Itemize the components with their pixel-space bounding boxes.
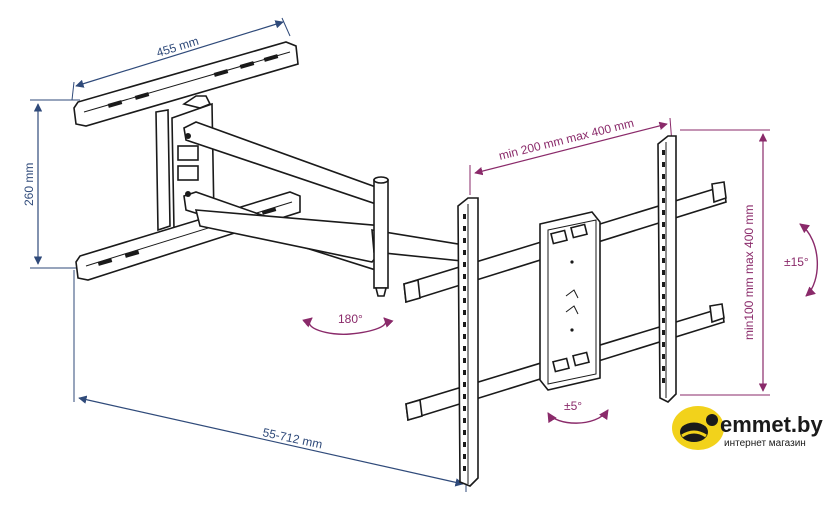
rail-hole xyxy=(662,222,665,227)
rail-hole xyxy=(463,454,466,459)
angle-rotation-indicator: ±5° xyxy=(547,399,609,424)
logo-name: emmet.by xyxy=(720,412,823,437)
rail-hole xyxy=(463,334,466,339)
angle-tilt-indicator: ±15° xyxy=(784,223,818,297)
rail-hole xyxy=(662,318,665,323)
bee-icon xyxy=(672,406,724,450)
rail-hole xyxy=(662,246,665,251)
rail-hole xyxy=(662,270,665,275)
rail-hole xyxy=(463,298,466,303)
rail-hole xyxy=(463,466,466,471)
rail-hole xyxy=(463,238,466,243)
emmet-logo: emmet.by интернет магазин xyxy=(672,406,823,450)
rail-hole xyxy=(662,282,665,287)
rail-hole xyxy=(463,430,466,435)
vesa-rail-right xyxy=(657,135,677,403)
rail-hole xyxy=(662,150,665,155)
rail-hole xyxy=(662,258,665,263)
rail-hole xyxy=(662,234,665,239)
rail-hole xyxy=(463,286,466,291)
rail-hole xyxy=(662,162,665,167)
label-vesa-vertical: min100 mm max 400 mm xyxy=(742,205,756,340)
logo-tagline: интернет магазин xyxy=(724,438,806,449)
label-tilt: ±15° xyxy=(784,255,809,269)
rail-hole xyxy=(662,198,665,203)
label-rotation: ±5° xyxy=(564,399,582,413)
rail-hole xyxy=(662,342,665,347)
rail-hole xyxy=(662,366,665,371)
label-extension: 55-712 mm xyxy=(261,425,323,451)
rail-hole xyxy=(463,442,466,447)
vesa-rail-left xyxy=(457,197,479,487)
label-swivel: 180° xyxy=(338,312,363,326)
rail-hole xyxy=(662,378,665,383)
center-mount-plate xyxy=(539,211,601,391)
rail-hole xyxy=(463,274,466,279)
vesa-dimension-lines xyxy=(469,117,770,396)
rail-hole xyxy=(662,330,665,335)
rail-hole xyxy=(662,354,665,359)
label-vesa-horizontal: min 200 mm max 400 mm xyxy=(497,116,635,163)
rail-hole xyxy=(662,210,665,215)
rail-hole xyxy=(463,310,466,315)
rail-hole xyxy=(463,250,466,255)
rail-hole xyxy=(463,358,466,363)
dimension-lines xyxy=(30,17,467,492)
rail-hole xyxy=(662,294,665,299)
articulating-arm xyxy=(177,95,473,297)
rail-hole xyxy=(463,382,466,387)
rail-hole xyxy=(463,262,466,267)
rail-hole xyxy=(662,186,665,191)
angle-swivel-indicator: 180° xyxy=(302,312,394,336)
rail-hole xyxy=(463,346,466,351)
rail-hole xyxy=(463,406,466,411)
rail-hole xyxy=(463,226,466,231)
rail-hole xyxy=(463,214,466,219)
label-wall-plate-width: 455 mm xyxy=(155,34,201,60)
rail-hole xyxy=(463,394,466,399)
rail-hole xyxy=(463,370,466,375)
rail-hole xyxy=(662,174,665,179)
rail-hole xyxy=(662,306,665,311)
label-wall-plate-height: 260 mm xyxy=(22,163,36,206)
rail-hole xyxy=(463,418,466,423)
rail-hole xyxy=(463,322,466,327)
